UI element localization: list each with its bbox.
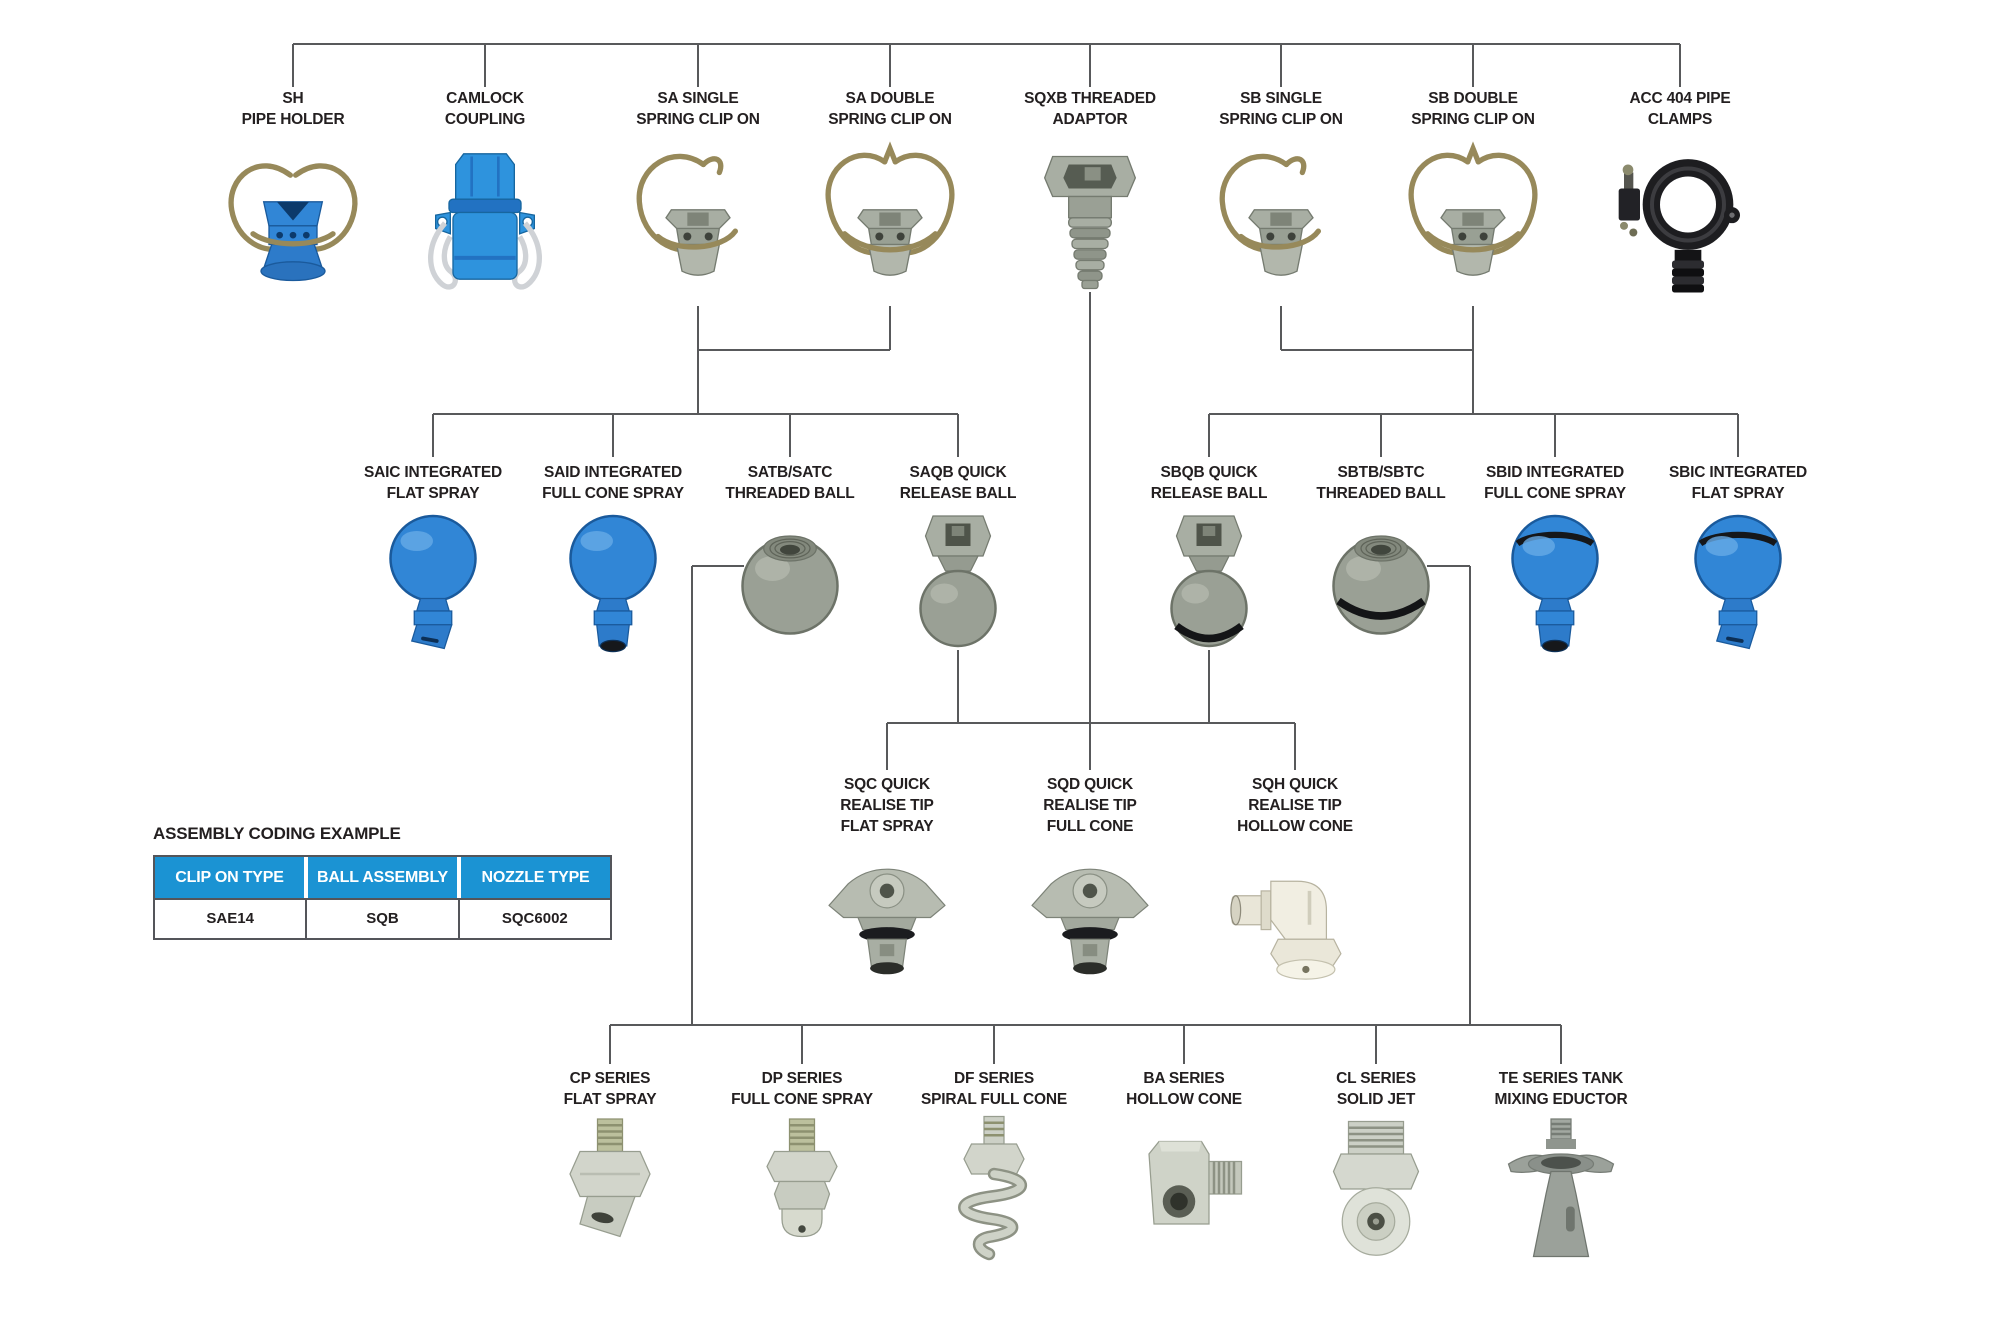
node-label-sqc: SQC QUICK REALISE TIP FLAT SPRAY xyxy=(840,776,934,835)
node-label-satb: SATB/SATC THREADED BALL xyxy=(725,464,855,502)
quick-release-ball-icon xyxy=(1170,515,1248,648)
node-label-sh: SH PIPE HOLDER xyxy=(241,90,345,128)
node-label-sbic: SBIC INTEGRATED FLAT SPRAY xyxy=(1669,464,1807,502)
integrated-flat-spray-icon xyxy=(1694,514,1782,650)
coding-example-table: CLIP ON TYPE BALL ASSEMBLY NOZZLE TYPE S… xyxy=(153,855,612,940)
node-label-cl: CL SERIES SOLID JET xyxy=(1336,1070,1416,1108)
full-cone-nozzle-icon xyxy=(766,1118,838,1238)
threaded-ball-icon xyxy=(1332,535,1430,635)
quick-release-tip-icon xyxy=(1031,868,1149,975)
quick-release-ball-icon xyxy=(919,515,997,648)
spring-clip-single-icon xyxy=(1219,153,1321,276)
node-label-sa-single: SA SINGLE SPRING CLIP ON xyxy=(636,90,760,128)
node-label-ba: BA SERIES HOLLOW CONE xyxy=(1126,1070,1242,1108)
solid-jet-nozzle-icon xyxy=(1332,1120,1420,1256)
integrated-full-cone-icon xyxy=(1511,514,1599,653)
spring-clip-double-icon xyxy=(1408,141,1538,276)
quick-release-tip-icon xyxy=(828,868,946,975)
coding-example-header-row: CLIP ON TYPE BALL ASSEMBLY NOZZLE TYPE xyxy=(155,857,610,898)
coding-example-title: ASSEMBLY CODING EXAMPLE xyxy=(153,824,401,843)
coding-header-nozzle-type: NOZZLE TYPE xyxy=(461,857,610,898)
coding-value-ball-assembly: SQB xyxy=(307,900,458,938)
tank-eductor-icon xyxy=(1507,1118,1615,1258)
node-label-df: DF SERIES SPIRAL FULL CONE xyxy=(920,1070,1068,1108)
node-label-sbtb: SBTB/SBTC THREADED BALL xyxy=(1316,464,1446,502)
flat-spray-nozzle-icon xyxy=(569,1118,651,1238)
node-label-dp: DP SERIES FULL CONE SPRAY xyxy=(731,1070,873,1108)
node-label-acc404: ACC 404 PIPE CLAMPS xyxy=(1629,90,1731,128)
elbow-nozzle-icon xyxy=(1148,1140,1243,1225)
coding-value-clip-on-type: SAE14 xyxy=(155,900,306,938)
node-label-sb-double: SB DOUBLE SPRING CLIP ON xyxy=(1411,90,1535,128)
spring-clip-single-icon xyxy=(636,153,738,276)
node-label-camlock: CAMLOCK COUPLING xyxy=(444,90,526,128)
node-label-te: TE SERIES TANK MIXING EDUCTOR xyxy=(1494,1070,1628,1108)
threaded-adaptor-icon xyxy=(1043,155,1137,290)
node-label-sb-single: SB SINGLE SPRING CLIP ON xyxy=(1219,90,1343,128)
node-label-cp: CP SERIES FLAT SPRAY xyxy=(563,1070,657,1108)
node-label-sbid: SBID INTEGRATED FULL CONE SPRAY xyxy=(1484,464,1626,502)
pipe-holder-icon xyxy=(228,163,358,282)
node-label-said: SAID INTEGRATED FULL CONE SPRAY xyxy=(542,464,684,502)
node-label-sbqb: SBQB QUICK RELEASE BALL xyxy=(1150,464,1268,502)
spiral-nozzle-icon xyxy=(958,1115,1028,1261)
threaded-ball-icon xyxy=(741,535,839,635)
integrated-flat-spray-icon xyxy=(389,514,477,650)
spring-clip-double-icon xyxy=(825,141,955,276)
coding-header-clip-on-type: CLIP ON TYPE xyxy=(155,857,304,898)
pipe-clamp-icon xyxy=(1618,159,1740,293)
elbow-tip-icon xyxy=(1230,880,1342,980)
node-label-saqb: SAQB QUICK RELEASE BALL xyxy=(899,464,1017,502)
coding-example-divider xyxy=(155,898,610,900)
coding-example-value-row: SAE14 SQB SQC6002 xyxy=(155,900,610,938)
coding-value-nozzle-type: SQC6002 xyxy=(459,900,610,938)
camlock-coupling-icon xyxy=(428,153,542,290)
node-label-sqh: SQH QUICK REALISE TIP HOLLOW CONE xyxy=(1237,776,1353,835)
node-label-saic: SAIC INTEGRATED FLAT SPRAY xyxy=(364,464,502,502)
node-label-sqd: SQD QUICK REALISE TIP FULL CONE xyxy=(1043,776,1137,835)
integrated-full-cone-icon xyxy=(569,514,657,653)
node-label-sa-double: SA DOUBLE SPRING CLIP ON xyxy=(828,90,952,128)
node-label-sqxb: SQXB THREADED ADAPTOR xyxy=(1024,90,1156,128)
coding-header-ball-assembly: BALL ASSEMBLY xyxy=(308,857,457,898)
